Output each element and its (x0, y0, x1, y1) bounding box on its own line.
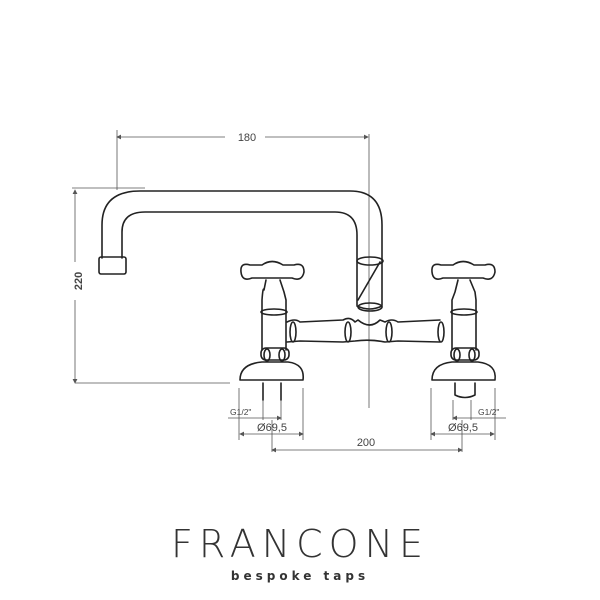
dim-base-right: Ø69,5 (448, 422, 478, 434)
dim-base-left: Ø69,5 (257, 422, 287, 434)
brand-logo: FRANCONE (170, 522, 430, 566)
left-valve (239, 260, 305, 401)
dimension-lines (72, 130, 506, 453)
dim-height: 220 (73, 272, 85, 290)
dim-spout-reach: 180 (238, 132, 256, 144)
dim-thread-left: G1/2" (230, 407, 251, 417)
dim-centers: 200 (357, 437, 375, 449)
bridge-pipe (286, 317, 445, 343)
right-valve (431, 260, 496, 399)
dim-thread-right: G1/2" (478, 407, 499, 417)
spout (98, 190, 384, 312)
brand-tagline: bespoke taps (230, 569, 370, 583)
